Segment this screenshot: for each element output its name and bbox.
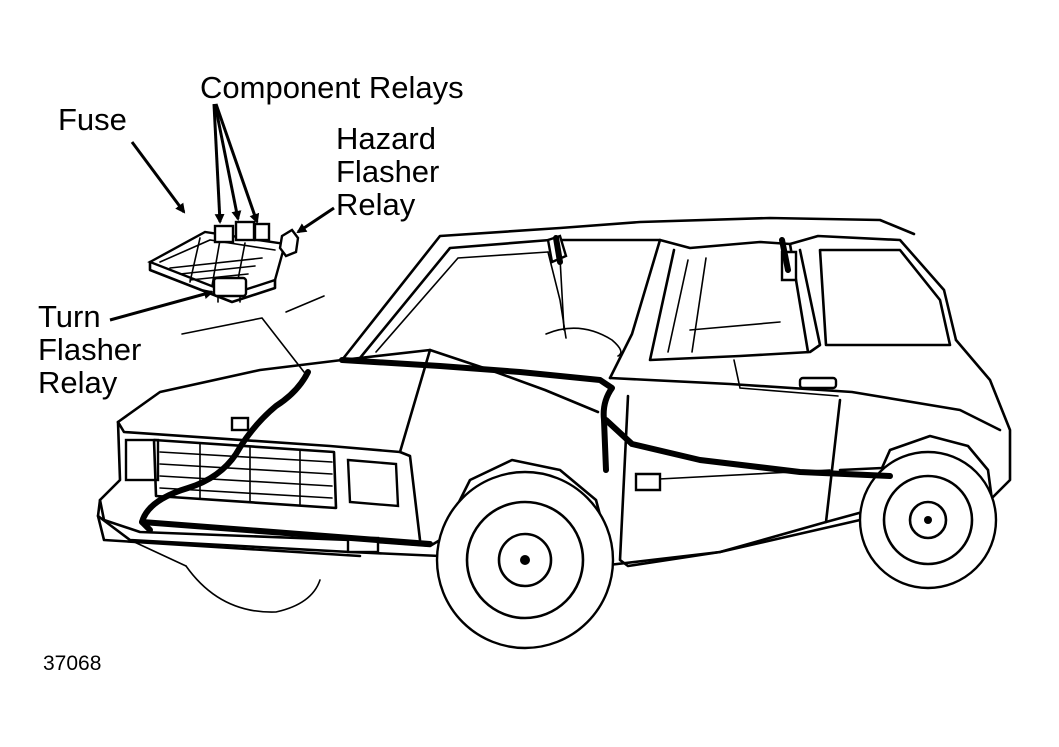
front-wheel xyxy=(435,470,615,650)
grille xyxy=(152,438,338,510)
label-component-relays: Component Relays xyxy=(200,70,464,105)
figure-number: 37068 xyxy=(43,652,102,675)
callout-lines xyxy=(181,295,325,373)
door-handle xyxy=(798,376,838,390)
wiring-harness xyxy=(139,235,893,547)
component-relay-3 xyxy=(253,222,271,242)
hazard-flasher-relay-part xyxy=(278,228,300,258)
car-body xyxy=(96,216,1012,613)
component-relay-2 xyxy=(234,220,256,242)
turn-flasher-relay-part xyxy=(212,276,248,303)
leader-arrows xyxy=(109,103,335,322)
label-hazard-flasher-relay: Hazard Flasher Relay xyxy=(336,121,440,222)
label-turn-flasher-relay: Turn Flasher Relay xyxy=(38,299,142,400)
left-headlight xyxy=(124,438,160,482)
right-headlight xyxy=(346,458,400,508)
component-relays-group xyxy=(213,220,271,244)
rear-wheel xyxy=(858,450,998,590)
hood-emblem xyxy=(230,416,250,432)
component-relay-1 xyxy=(213,224,235,244)
label-fuse: Fuse xyxy=(58,102,127,137)
